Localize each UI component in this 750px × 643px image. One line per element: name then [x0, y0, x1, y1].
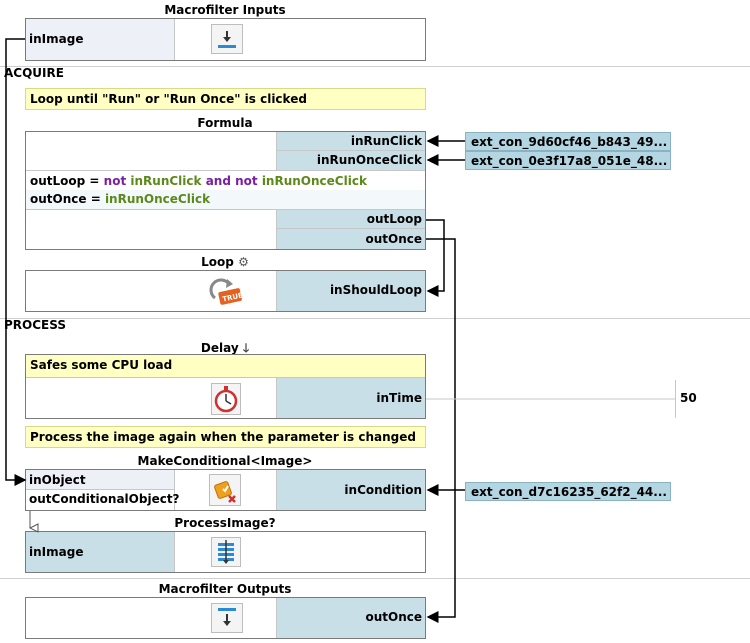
process-list-icon	[211, 537, 241, 570]
outputs-node[interactable]: outOnce	[25, 597, 426, 639]
formula-node[interactable]: inRunClick inRunOnceClick outLoop = not …	[25, 131, 426, 250]
formula-output-cell-2[interactable]: outOnce	[276, 229, 425, 249]
process-image-port-cell[interactable]: inImage	[26, 532, 175, 572]
delay-port-label: inTime	[376, 391, 422, 405]
conditional-icon	[209, 474, 241, 509]
formula-expression-2[interactable]: outOnce = inRunOnceClick	[30, 192, 211, 206]
formula-expression-1[interactable]: outLoop = not inRunClick and not inRunOn…	[30, 174, 367, 188]
inputs-node[interactable]: inImage	[25, 18, 426, 61]
external-connection-run-once-click[interactable]: ext_con_0e3f17a8_051e_48...	[465, 151, 671, 170]
delay-node[interactable]: Safes some CPU load inTime	[25, 354, 426, 419]
make-conditional-input-cell-2[interactable]: outConditionalObject?	[26, 490, 180, 510]
delay-value[interactable]: 50	[680, 391, 697, 405]
formula-input-cell-1[interactable]: inRunClick	[276, 132, 425, 151]
outputs-title: Macrofilter Outputs	[158, 582, 292, 596]
formula-output-label: outLoop	[366, 212, 422, 226]
process-image-node[interactable]: inImage	[25, 531, 426, 573]
formula-input-label: inRunOnceClick	[316, 153, 422, 167]
down-arrow-icon: 🡓	[242, 341, 250, 355]
loop-true-icon: TRUE	[209, 276, 244, 309]
delay-comment: Safes some CPU load	[26, 355, 425, 378]
gear-icon[interactable]: ⚙	[238, 255, 249, 269]
loop-port-label: inShouldLoop	[329, 283, 422, 297]
external-connection-run-click[interactable]: ext_con_9d60cf46_b843_49...	[465, 132, 671, 151]
make-conditional-title: MakeConditional<Image>	[137, 454, 313, 468]
section-acquire: ACQUIRE	[4, 66, 64, 80]
formula-output-label: outOnce	[365, 232, 422, 246]
process-image-port-label: inImage	[29, 545, 84, 559]
outputs-port-cell[interactable]: outOnce	[276, 598, 425, 638]
loop-node[interactable]: inShouldLoop TRUE	[25, 270, 426, 312]
inputs-port-cell[interactable]: inImage	[26, 19, 175, 60]
make-conditional-node[interactable]: inObject outConditionalObject? inConditi…	[25, 469, 426, 511]
loop-comment: Loop until "Run" or "Run Once" is clicke…	[25, 88, 426, 110]
formula-input-cell-2[interactable]: inRunOnceClick	[276, 151, 425, 170]
make-conditional-port-label: inCondition	[344, 483, 422, 497]
make-conditional-output-label: outConditionalObject?	[29, 492, 180, 506]
formula-title: Formula	[197, 116, 253, 130]
make-conditional-input-cell-1[interactable]: inObject	[26, 470, 175, 490]
make-conditional-input-label: inObject	[29, 473, 86, 487]
process-image-title: ProcessImage?	[174, 516, 276, 530]
formula-input-label: inRunClick	[350, 134, 422, 148]
make-conditional-port-cell[interactable]: inCondition	[276, 470, 425, 510]
upload-icon	[211, 603, 243, 636]
outputs-port-label: outOnce	[365, 610, 422, 624]
loop-port-cell[interactable]: inShouldLoop	[276, 271, 425, 311]
inputs-port-label: inImage	[29, 32, 84, 46]
stopwatch-icon	[211, 383, 241, 418]
inputs-title: Macrofilter Inputs	[164, 3, 286, 17]
formula-output-cell-1[interactable]: outLoop	[276, 210, 425, 229]
process-comment: Process the image again when the paramet…	[25, 426, 426, 448]
section-process: PROCESS	[4, 318, 66, 332]
download-icon	[211, 24, 243, 57]
loop-title: Loop ⚙	[201, 255, 249, 269]
external-connection-condition[interactable]: ext_con_d7c16235_62f2_44...	[465, 482, 671, 501]
delay-port-cell[interactable]: inTime	[276, 378, 425, 418]
delay-title: Delay 🡓	[200, 341, 250, 355]
